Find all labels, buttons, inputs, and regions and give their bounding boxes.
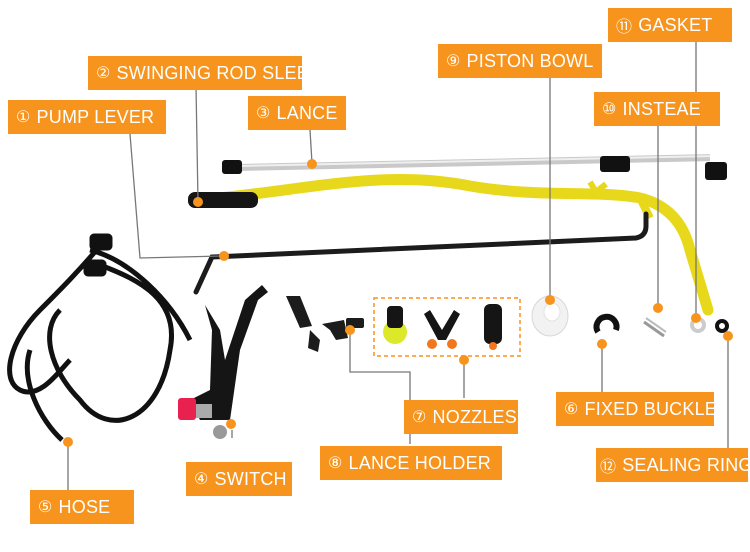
label-text: LANCE [276, 102, 338, 123]
label-switch: ④ SWITCH [186, 462, 292, 496]
label-nozzles: ⑦ NOZZLES [404, 400, 518, 434]
label-text: PUMP LEVER [36, 106, 155, 127]
label-number: ④ [194, 471, 209, 488]
sealing-ring-part [715, 319, 729, 333]
label-number: ② [96, 65, 111, 82]
fixed-buckle-part [593, 313, 620, 334]
label-text: SWINGING ROD SLEEVE [116, 62, 334, 83]
piston-bowl-part [531, 295, 569, 337]
nozzles-part [383, 304, 502, 350]
label-number: ⑪ [616, 19, 633, 36]
label-text: LANCE HOLDER [348, 452, 491, 473]
pump-lever-part [193, 211, 649, 295]
label-number: ⑧ [328, 455, 343, 472]
label-fixed-buckle: ⑥ FIXED BUCKLE [556, 392, 717, 426]
label-number: ⑩ [602, 101, 617, 118]
nozzles-box [373, 297, 521, 357]
label-text: NOZZLES [432, 406, 517, 427]
label-number: ⑨ [446, 53, 461, 70]
label-hose: ⑤ HOSE [30, 490, 134, 524]
lance-holder-part [286, 296, 364, 352]
label-text: SWITCH [214, 468, 287, 489]
label-piston-bowl: ⑨ PISTON BOWL [438, 44, 602, 78]
label-number: ③ [256, 105, 271, 122]
label-sealing-ring: ⑫ SEALING RING [596, 448, 750, 482]
label-text: HOSE [58, 496, 111, 517]
label-number: ① [16, 109, 31, 126]
label-text: FIXED BUCKLE [584, 398, 717, 419]
insteae-part [643, 317, 667, 338]
label-swinging-rod-sleeve: ② SWINGING ROD SLEEVE [88, 56, 333, 90]
label-text: PISTON BOWL [466, 50, 594, 71]
label-text: SEALING RING [622, 454, 750, 475]
label-number: ⑦ [412, 409, 427, 426]
label-lance: ③ LANCE [248, 96, 346, 130]
label-text: GASKET [638, 14, 713, 35]
label-number: ⑤ [38, 499, 53, 516]
label-gasket: ⑪ GASKET [608, 8, 732, 42]
label-number: ⑫ [600, 459, 617, 476]
hose-part [7, 233, 193, 442]
lance-part [222, 154, 727, 180]
label-number: ⑥ [564, 401, 579, 418]
label-pump-lever: ① PUMP LEVER [8, 100, 166, 134]
label-lance-holder: ⑧ LANCE HOLDER [320, 446, 502, 480]
leader-dots [63, 159, 733, 447]
label-insteae: ⑩ INSTEAE [594, 92, 720, 126]
label-text: INSTEAE [622, 98, 701, 119]
swinging-rod-part [188, 174, 714, 316]
switch-part [178, 285, 268, 439]
